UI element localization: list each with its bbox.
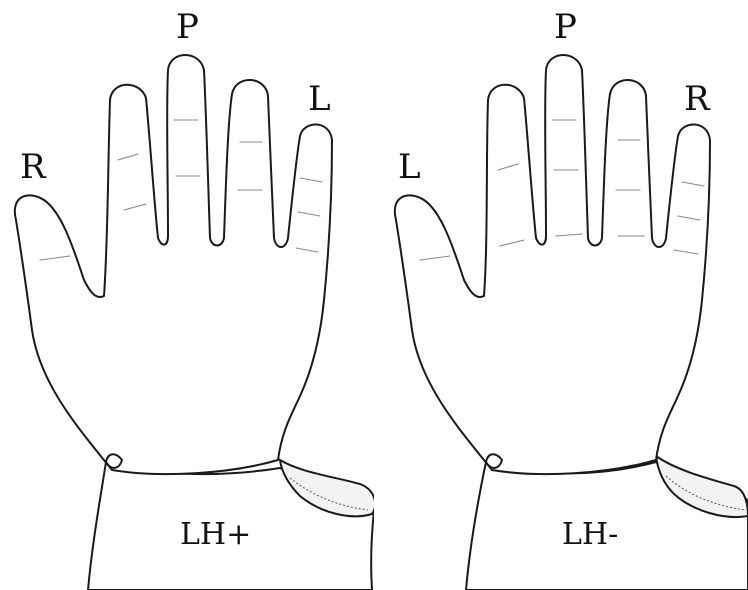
caption-left: LH+ <box>180 520 251 550</box>
little-finger-label-right: R <box>684 82 710 116</box>
middle-finger-label-right: P <box>554 10 577 44</box>
hand-outline-left <box>15 55 332 474</box>
middle-finger-label-left: P <box>176 10 199 44</box>
caption-right: LH- <box>562 520 618 550</box>
thumb-label-left: R <box>20 150 46 184</box>
thumb-label-right: L <box>398 150 421 184</box>
little-finger-label-left: L <box>308 82 331 116</box>
hand-outline-right <box>395 55 710 474</box>
wrist-bone-left <box>106 454 122 468</box>
wrist-bone-right <box>486 454 502 468</box>
